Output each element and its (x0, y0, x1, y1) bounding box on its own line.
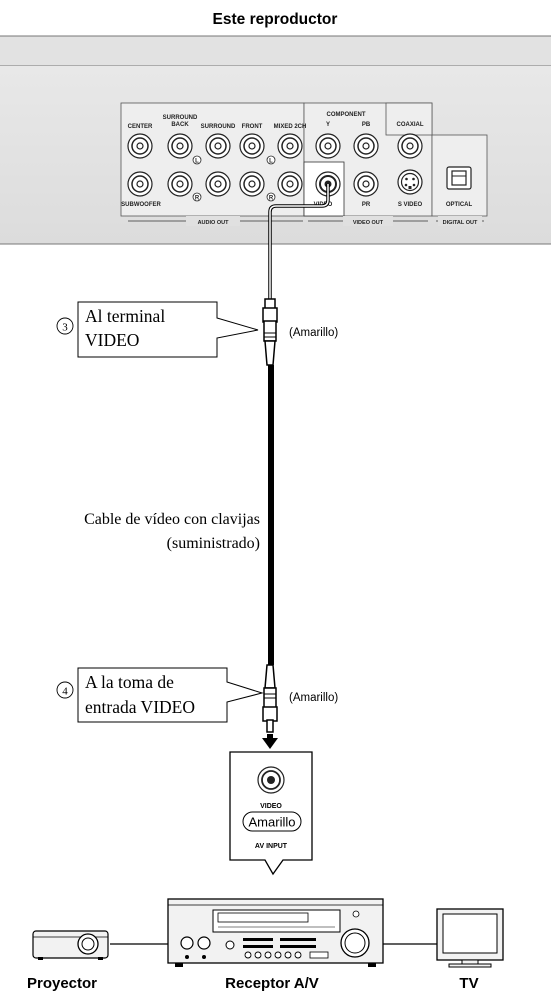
s-video-jack (397, 169, 423, 195)
projector-icon (32, 930, 109, 960)
step3-line2: VIDEO (85, 330, 139, 350)
step4-callout: 4 A la toma de entrada VIDEO (56, 667, 264, 723)
svg-text:BACK: BACK (171, 122, 189, 128)
av-input-label: AV INPUT (255, 843, 288, 850)
tv-label: TV (459, 975, 478, 992)
av-input-panel: VIDEO Amarillo AV INPUT (229, 751, 313, 876)
page-title: Este reproductor (213, 11, 338, 28)
player-rear-panel: AUDIO OUT VIDEO OUT DIGITAL OUT CENTER S… (0, 35, 551, 245)
upper-rca-plug (262, 298, 278, 366)
svg-text:R: R (269, 196, 274, 202)
cable-description-line1: Cable de vídeo con clavijas (84, 511, 260, 528)
step3-color-label: (Amarillo) (289, 327, 338, 339)
surround-label: SURROUND (201, 124, 236, 130)
y-label: Y (326, 122, 330, 128)
optical-jack (446, 166, 472, 190)
receiver-label: Receptor A/V (225, 975, 319, 992)
audio-out-section-label: AUDIO OUT (198, 220, 230, 226)
av-input-color-label: Amarillo (249, 815, 296, 830)
right-mark: R (195, 196, 200, 202)
step4-color-label: (Amarillo) (289, 692, 338, 704)
down-arrow-icon (262, 734, 278, 749)
component-label: COMPONENT (327, 112, 366, 118)
svg-text:L: L (269, 159, 273, 165)
optical-label: OPTICAL (446, 202, 473, 208)
front-label: FRONT (242, 124, 263, 130)
coaxial-label: COAXIAL (397, 122, 424, 128)
center-label: CENTER (128, 124, 153, 130)
mixed-2ch-label: MIXED 2CH (274, 124, 307, 130)
digital-out-section-label: DIGITAL OUT (443, 220, 478, 226)
step3-callout: 3 Al terminal VIDEO (56, 301, 259, 358)
video-out-section-label: VIDEO OUT (353, 220, 384, 226)
pb-label: PB (362, 122, 371, 128)
pr-label: PR (362, 202, 371, 208)
av-receiver-icon (167, 898, 384, 967)
step4-line2: entrada VIDEO (85, 697, 195, 717)
tv-icon (436, 908, 504, 968)
step3-line1: Al terminal (85, 306, 165, 326)
subwoofer-label: SUBWOOFER (121, 202, 161, 208)
svg-text:4: 4 (62, 686, 68, 698)
lower-rca-plug (262, 664, 278, 733)
surround-back-label: SURROUND (163, 115, 198, 121)
step4-line1: A la toma de (85, 672, 174, 692)
video-cable (268, 184, 330, 665)
projector-label: Proyector (27, 975, 97, 992)
av-input-video-label: VIDEO (260, 803, 282, 810)
svg-text:3: 3 (62, 322, 68, 334)
s-video-label: S VIDEO (398, 202, 423, 208)
left-mark: L (195, 159, 199, 165)
cable-description-line2: (suministrado) (167, 535, 260, 552)
